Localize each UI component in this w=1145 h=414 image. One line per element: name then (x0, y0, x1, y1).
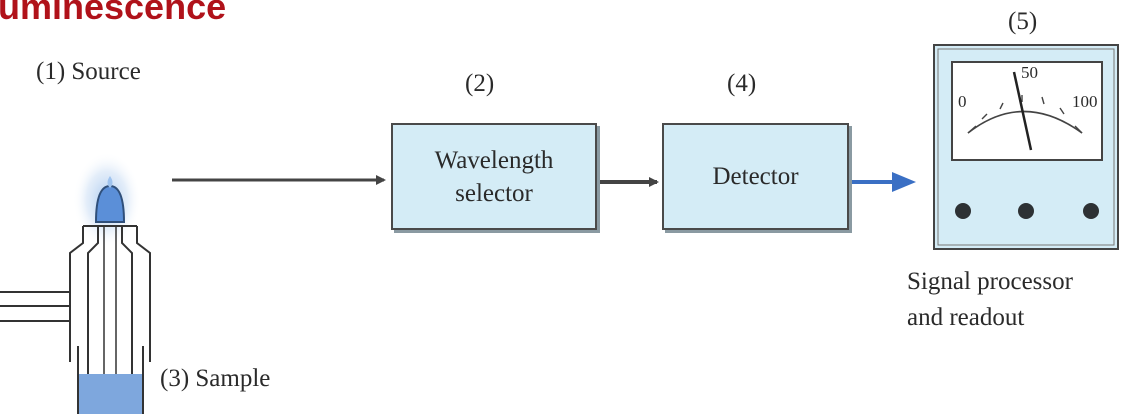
wavelength-selector-box: Wavelength selector (391, 123, 597, 230)
readout-label-line1: Signal processor (907, 268, 1073, 295)
meter-scale-0: 0 (958, 92, 967, 111)
readout-number: (5) (1008, 8, 1038, 35)
meter-needle (1012, 71, 1033, 151)
meter-scale-100: 100 (1072, 92, 1098, 111)
detector-label: Detector (712, 163, 799, 190)
sample-label: (3) Sample (160, 365, 271, 392)
detector-box: Detector (662, 123, 849, 230)
detector-number: (4) (727, 70, 757, 97)
knob-icon (1018, 203, 1034, 219)
readout-label: Signal processor and readout (907, 264, 1073, 336)
flame-icon (94, 184, 126, 223)
knob-icon (1083, 203, 1099, 219)
readout-label-line2: and readout (907, 304, 1025, 331)
wavelength-selector-line2: selector (455, 179, 533, 207)
readout-meter-icon (933, 44, 1119, 250)
meter-scale-arc (967, 110, 1083, 134)
detector-to-readout-arrow (848, 172, 916, 192)
meter-scale-50: 50 (1021, 63, 1038, 82)
burner-icon (0, 152, 151, 414)
wavelength-selector-number: (2) (465, 70, 495, 97)
sample-beaker-icon (77, 346, 144, 414)
knob-icon (955, 203, 971, 219)
wavelength-selector-line1: Wavelength (434, 146, 554, 174)
source-label: (1) Source (36, 58, 141, 85)
page-title: uminescence (0, 0, 227, 27)
